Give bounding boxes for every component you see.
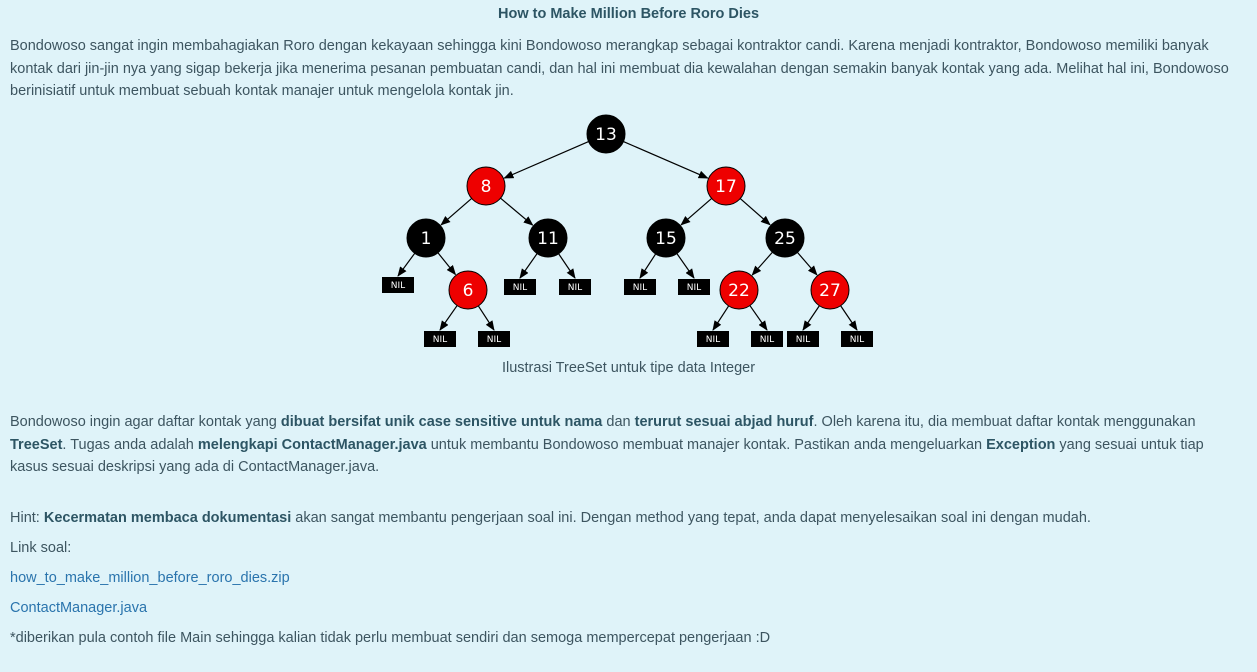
tree-node: 17 [706,166,746,206]
tree-edge [749,305,768,331]
tree-edge [623,141,709,179]
nil-label: NIL [706,335,720,345]
node-value: 6 [463,281,474,301]
node-value: 1 [421,229,432,249]
tree-node: 11 [528,218,568,258]
page-title: How to Make Million Before Roro Dies [497,6,760,22]
nil-leaf: NIL [559,279,591,295]
tree-node: 13 [586,114,626,154]
node-value: 25 [774,229,796,249]
tree-edges [397,141,858,331]
nil-leaf: NIL [424,331,456,347]
tree-edge [519,253,538,279]
tree-edge [477,305,495,331]
tree-edge [796,251,818,276]
figure-caption: Ilustrasi TreeSet untuk tipe data Intege… [501,360,756,376]
tree-edge [439,305,458,331]
nil-label: NIL [568,283,582,293]
tree-edge [639,253,657,279]
task-paragraph: Bondowoso ingin agar daftar kontak yang … [10,414,1204,475]
tree-edge [500,197,534,226]
treeset-illustration: NIL NIL NIL NIL NIL NIL NIL NIL NIL NIL NIL 13 8 17 1… [382,114,873,347]
nil-leaf: NIL [751,331,783,347]
tree-edge [558,253,576,279]
nil-leaf: NIL [382,277,414,293]
node-value: 8 [481,177,492,197]
node-value: 13 [595,125,617,145]
nil-leaf: NIL [787,331,819,347]
tree-node: 22 [719,270,759,310]
tree-edge [680,197,713,226]
zip-download-link[interactable]: how_to_make_million_before_roro_dies.zip [10,570,290,586]
nil-leaf: NIL [624,279,656,295]
footnote: *diberikan pula contoh file Main sehingg… [10,630,771,646]
tree-edge [437,252,457,276]
link-label: Link soal: [10,540,72,556]
node-value: 15 [655,229,677,249]
contactmanager-link[interactable]: ContactManager.java [10,600,148,616]
tree-node: 8 [466,166,506,206]
nil-label: NIL [433,335,447,345]
nil-leaf: NIL [504,279,536,295]
tree-edge [503,141,589,179]
node-value: 27 [819,281,841,301]
node-value: 17 [715,177,737,197]
tree-edge [440,197,473,226]
tree-node: 15 [646,218,686,258]
nil-label: NIL [687,283,701,293]
tree-node: 27 [810,270,850,310]
tree-edge [676,253,695,279]
nil-label: NIL [487,335,501,345]
node-value: 22 [728,281,750,301]
nil-label: NIL [796,335,810,345]
tree-edge [802,305,820,331]
tree-node: 1 [406,218,446,258]
tree-nil-leaves: NIL NIL NIL NIL NIL NIL NIL NIL NIL NIL NIL [382,277,873,347]
nil-leaf: NIL [678,279,710,295]
nil-leaf: NIL [697,331,729,347]
nil-label: NIL [850,335,864,345]
tree-edge [712,305,730,331]
nil-label: NIL [633,283,647,293]
tree-edge [397,252,416,277]
intro-paragraph: Bondowoso sangat ingin membahagiakan Ror… [10,38,1229,99]
nil-leaf: NIL [841,331,873,347]
tree-node: 25 [765,218,805,258]
nil-label: NIL [760,335,774,345]
tree-edge [840,305,858,331]
nil-label: NIL [391,281,405,291]
tree-edge [751,251,773,276]
nil-leaf: NIL [478,331,510,347]
tree-edge [739,198,771,226]
tree-node: 6 [448,270,488,310]
nil-label: NIL [513,283,527,293]
hint-line: Hint: Kecermatan membaca dokumentasi aka… [10,510,1091,526]
node-value: 11 [537,229,559,249]
